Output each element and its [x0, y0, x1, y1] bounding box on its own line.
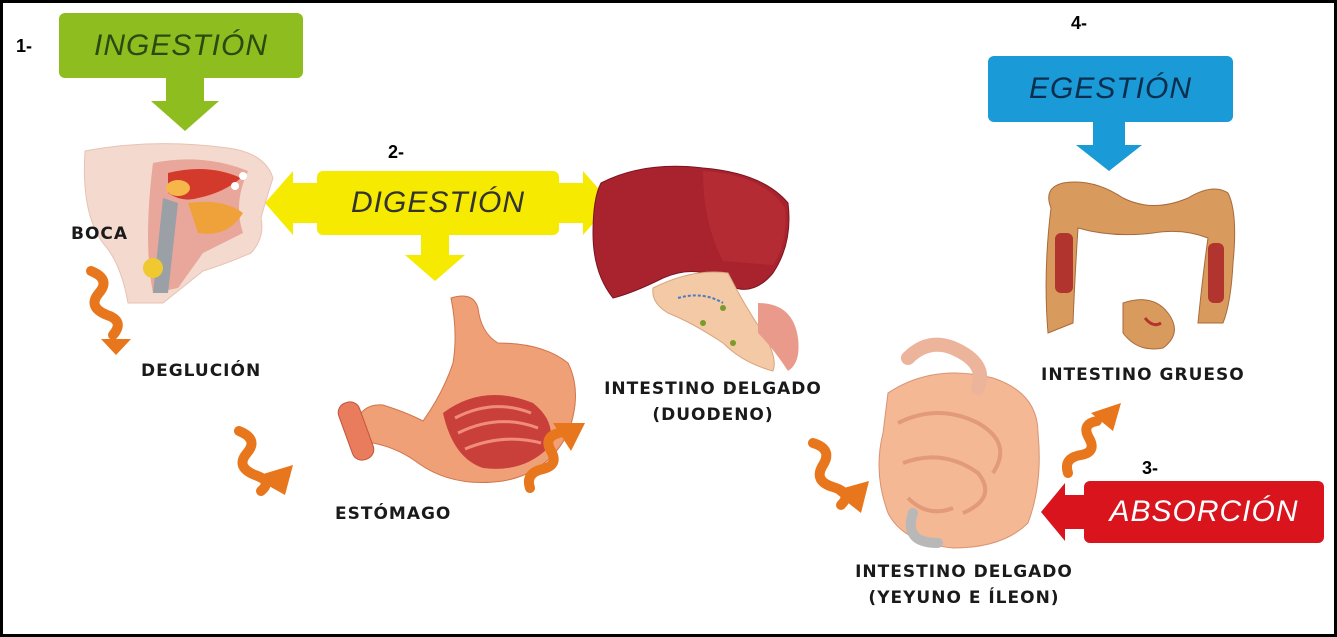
- stomach-illustration: [335, 296, 575, 483]
- diagram-graphics: [3, 3, 1334, 634]
- flow-arrow-yeyuno-grueso: [1067, 421, 1097, 473]
- egestion-down-arrow: [1076, 122, 1142, 171]
- digestion-left-arrow: [265, 171, 317, 235]
- organ-label-estomago: ESTÓMAGO: [335, 501, 451, 527]
- organ-label-yeyuno: INTESTINO DELGADO (YEYUNO E ÍLEON): [839, 559, 1089, 611]
- flow-arrow-boca-deglucion: [91, 271, 118, 335]
- organ-label-duodeno: INTESTINO DELGADO (DUODENO): [593, 376, 833, 428]
- organ-label-yeyuno-line2: (YEYUNO E ÍLEON): [839, 585, 1089, 611]
- organ-label-boca: BOCA: [71, 221, 128, 247]
- flow-arrow-deglucion-estomago: [239, 431, 266, 491]
- small-intestine-illustration: [879, 345, 1039, 548]
- ingestion-down-arrow: [151, 78, 219, 131]
- flow-arrowhead-boca-deglucion: [101, 339, 131, 355]
- large-intestine-illustration: [1046, 182, 1235, 349]
- organ-label-grueso: INTESTINO GRUESO: [1041, 362, 1245, 388]
- organ-label-duodeno-line2: (DUODENO): [593, 402, 833, 428]
- organ-label-yeyuno-line1: INTESTINO DELGADO: [839, 559, 1089, 585]
- organ-label-duodeno-line1: INTESTINO DELGADO: [593, 376, 833, 402]
- digestion-down-arrow: [405, 235, 465, 281]
- organ-label-deglucion: DEGLUCIÓN: [141, 358, 261, 384]
- absorcion-left-arrow: [1041, 483, 1084, 541]
- liver-duodenum-illustration: [593, 166, 799, 371]
